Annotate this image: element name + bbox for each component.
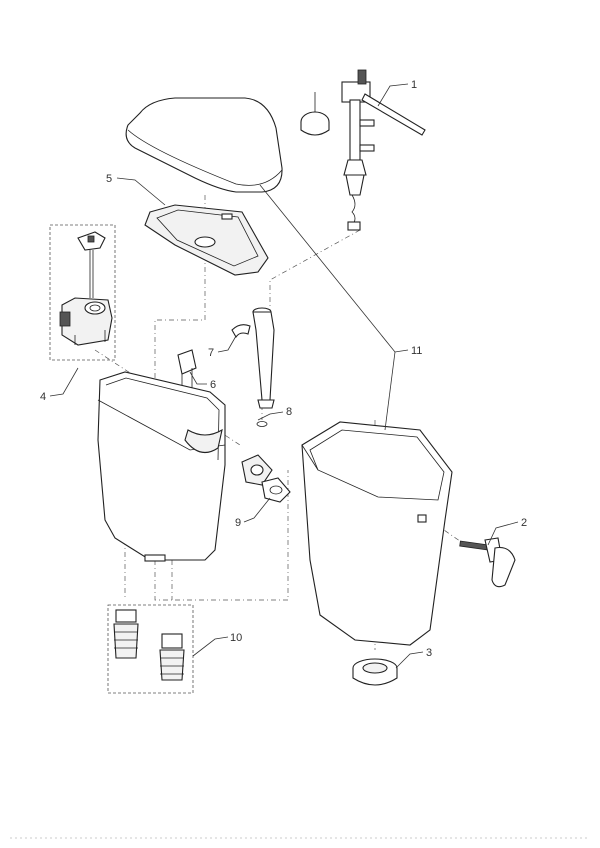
seal-ring	[352, 658, 398, 686]
callout-5: 5	[106, 173, 112, 185]
gasket-8	[241, 454, 273, 486]
callout-4: 4	[40, 391, 46, 403]
valve-left	[113, 609, 139, 659]
callout-10: 10	[230, 632, 242, 644]
flush-handle	[459, 537, 516, 588]
small-clip	[231, 324, 251, 339]
callout-2: 2	[521, 517, 527, 529]
flush-valve	[59, 231, 113, 346]
inner-tank	[97, 371, 226, 562]
clip	[177, 349, 197, 395]
valves-group-box	[107, 604, 194, 694]
inner-cover-plate	[144, 204, 269, 276]
outer-tank	[301, 421, 453, 646]
gasket-9	[261, 477, 291, 503]
fill-valve	[300, 69, 426, 231]
leader-lines	[49, 83, 519, 669]
valve-right	[159, 633, 185, 681]
callout-7: 7	[208, 347, 214, 359]
tank-lid	[125, 97, 283, 193]
overflow-tube	[252, 307, 275, 427]
callout-9: 9	[235, 517, 241, 529]
callout-3: 3	[426, 647, 432, 659]
callout-11: 11	[411, 345, 422, 357]
callout-8: 8	[286, 406, 292, 418]
callout-6: 6	[210, 379, 216, 391]
flush-valve-group-box	[49, 224, 116, 361]
callout-1: 1	[411, 79, 417, 91]
